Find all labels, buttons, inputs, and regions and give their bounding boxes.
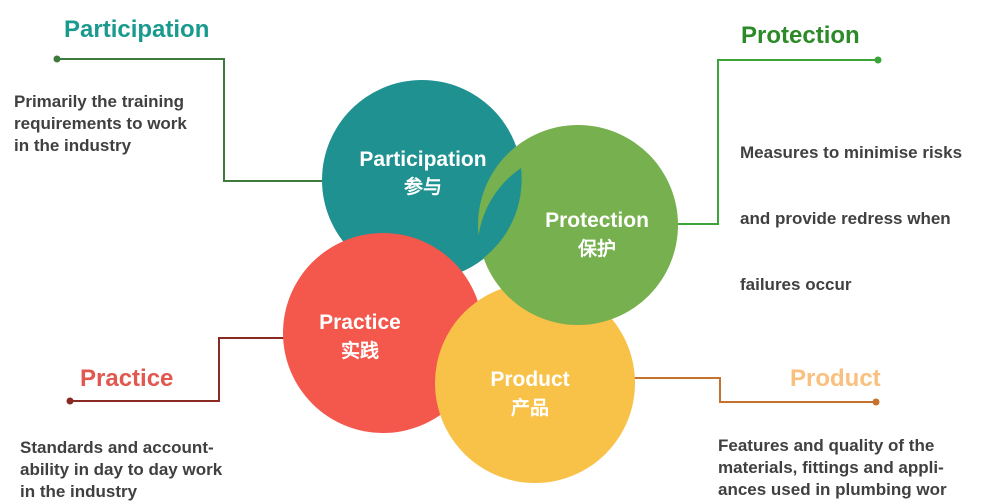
participation-circle-label-zh: 参与 [404,175,442,198]
product-circle-label: Product [490,368,569,391]
practice-title: Practice [80,365,174,392]
product-connector-dot [872,398,880,406]
product-circle-label-zh: 产品 [511,396,549,419]
protection-circle [478,125,678,325]
protection-connector-dot [874,56,882,64]
protection-desc-line: Measures to minimise risks [740,143,963,162]
participation-connector [57,58,322,182]
protection-circle-label: Protection [545,209,649,232]
protection-circle-label-zh: 保护 [577,237,616,260]
participation-desc-line: in the industry [14,136,132,155]
participation-circle [322,80,522,280]
practice-circle [283,233,483,433]
protection-connector [667,59,878,225]
connector-lines [53,55,882,406]
practice-connector-dot [66,397,74,405]
product-desc-line: ances used in plumbing wor [718,480,947,499]
practice-desc-line: ability in day to day work [20,460,223,479]
participation-overlap [477,168,522,262]
practice-connector [70,337,287,402]
protection-title: Protection [741,22,860,49]
practice-circle-label: Practice [319,311,401,334]
protection-description: Measures to minimise risks and provide r… [740,98,962,318]
product-circle [435,283,635,483]
product-desc-line: materials, fittings and appli- [718,458,944,477]
protection-desc-line: failures occur [740,275,852,294]
participation-circle-label: Participation [359,148,486,171]
product-connector [632,377,876,403]
product-description: Features and quality of the materials, f… [718,435,947,501]
participation-desc-line: Primarily the training [14,92,185,111]
participation-description: Primarily the training requirements to w… [14,91,187,157]
product-desc-line: Features and quality of the [718,436,935,455]
practice-desc-line: Standards and account- [20,438,214,457]
practice-circle-label-zh: 实践 [341,339,379,362]
product-title: Product [790,365,881,392]
participation-desc-line: requirements to work [14,114,187,133]
participation-title: Participation [64,16,210,43]
participation-connector-dot [53,55,61,63]
protection-desc-line: and provide redress when [740,209,951,228]
practice-description: Standards and account- ability in day to… [20,437,222,503]
practice-desc-line: in the industry [20,482,138,501]
